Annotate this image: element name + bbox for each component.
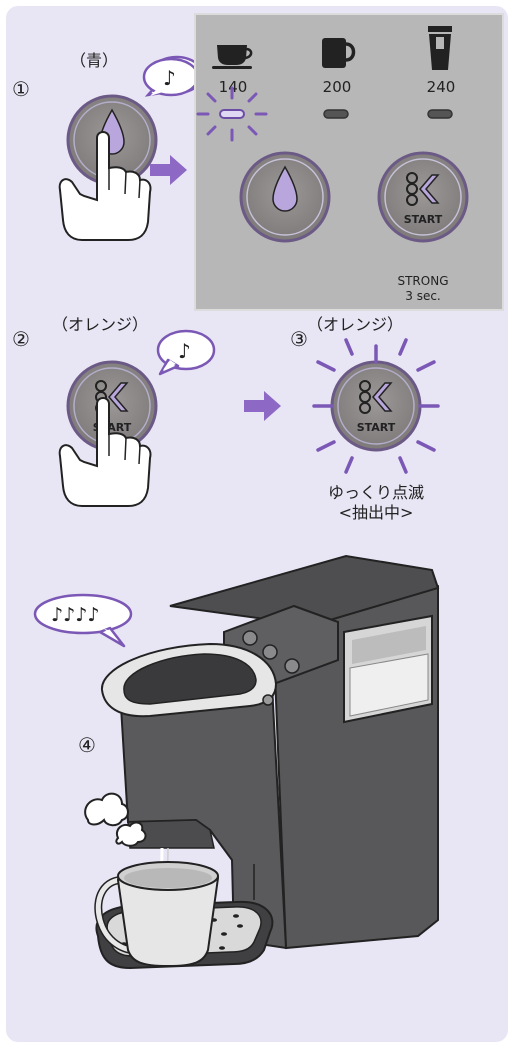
step1-beep-bubble: ♪	[144, 57, 203, 96]
step2-group: ② （オレンジ） ♪ START	[12, 315, 281, 506]
strong-time-label: 3 sec.	[405, 289, 441, 303]
step2-color-label: （オレンジ）	[52, 315, 148, 334]
step3-start-button	[332, 362, 420, 450]
size-140-indicator	[220, 110, 244, 118]
size-200-indicator	[324, 110, 348, 118]
step4-number: ④	[78, 733, 96, 757]
size-240-label: 240	[427, 78, 456, 96]
step2-number: ②	[12, 327, 30, 351]
step3-caption-line1: ゆっくり点滅	[328, 483, 424, 502]
step3-color-label: （オレンジ）	[307, 315, 403, 334]
size-200-label: 200	[323, 78, 352, 96]
panel-start-label: START	[404, 213, 443, 226]
water-tank	[344, 616, 432, 722]
step4-notes-icon: ♪♪♪♪	[51, 604, 100, 626]
step3-caption-line2: <抽出中>	[339, 503, 414, 522]
step3-group: ③ （オレンジ） START ゆっくり点滅 <抽出中>	[290, 315, 438, 522]
step1-arrow-icon	[150, 155, 187, 185]
step2-note-icon: ♪	[178, 339, 191, 363]
step4-group: ④ ♪♪♪♪	[35, 556, 438, 968]
strong-label: STRONG	[397, 274, 448, 288]
machine-button-3	[285, 659, 299, 673]
size-240-indicator	[428, 110, 452, 118]
step3-number: ③	[290, 327, 308, 351]
step2-beep-bubble: ♪	[158, 331, 214, 374]
step1-number: ①	[12, 77, 30, 101]
step1-control-panel: 140 200 240	[195, 14, 503, 310]
step1-color-label: （青）	[70, 51, 118, 70]
step3-start-label: START	[357, 421, 396, 434]
machine-button-1	[243, 631, 257, 645]
machine-button-2	[263, 645, 277, 659]
step2-arrow-icon	[244, 391, 281, 421]
step1-note-icon: ♪	[163, 66, 176, 90]
step1-group: ① （青） ♪	[12, 14, 503, 310]
pod-holder-handle	[102, 644, 276, 716]
panel-start-button[interactable]	[379, 153, 467, 241]
step4-beep-bubble: ♪♪♪♪	[35, 595, 131, 646]
